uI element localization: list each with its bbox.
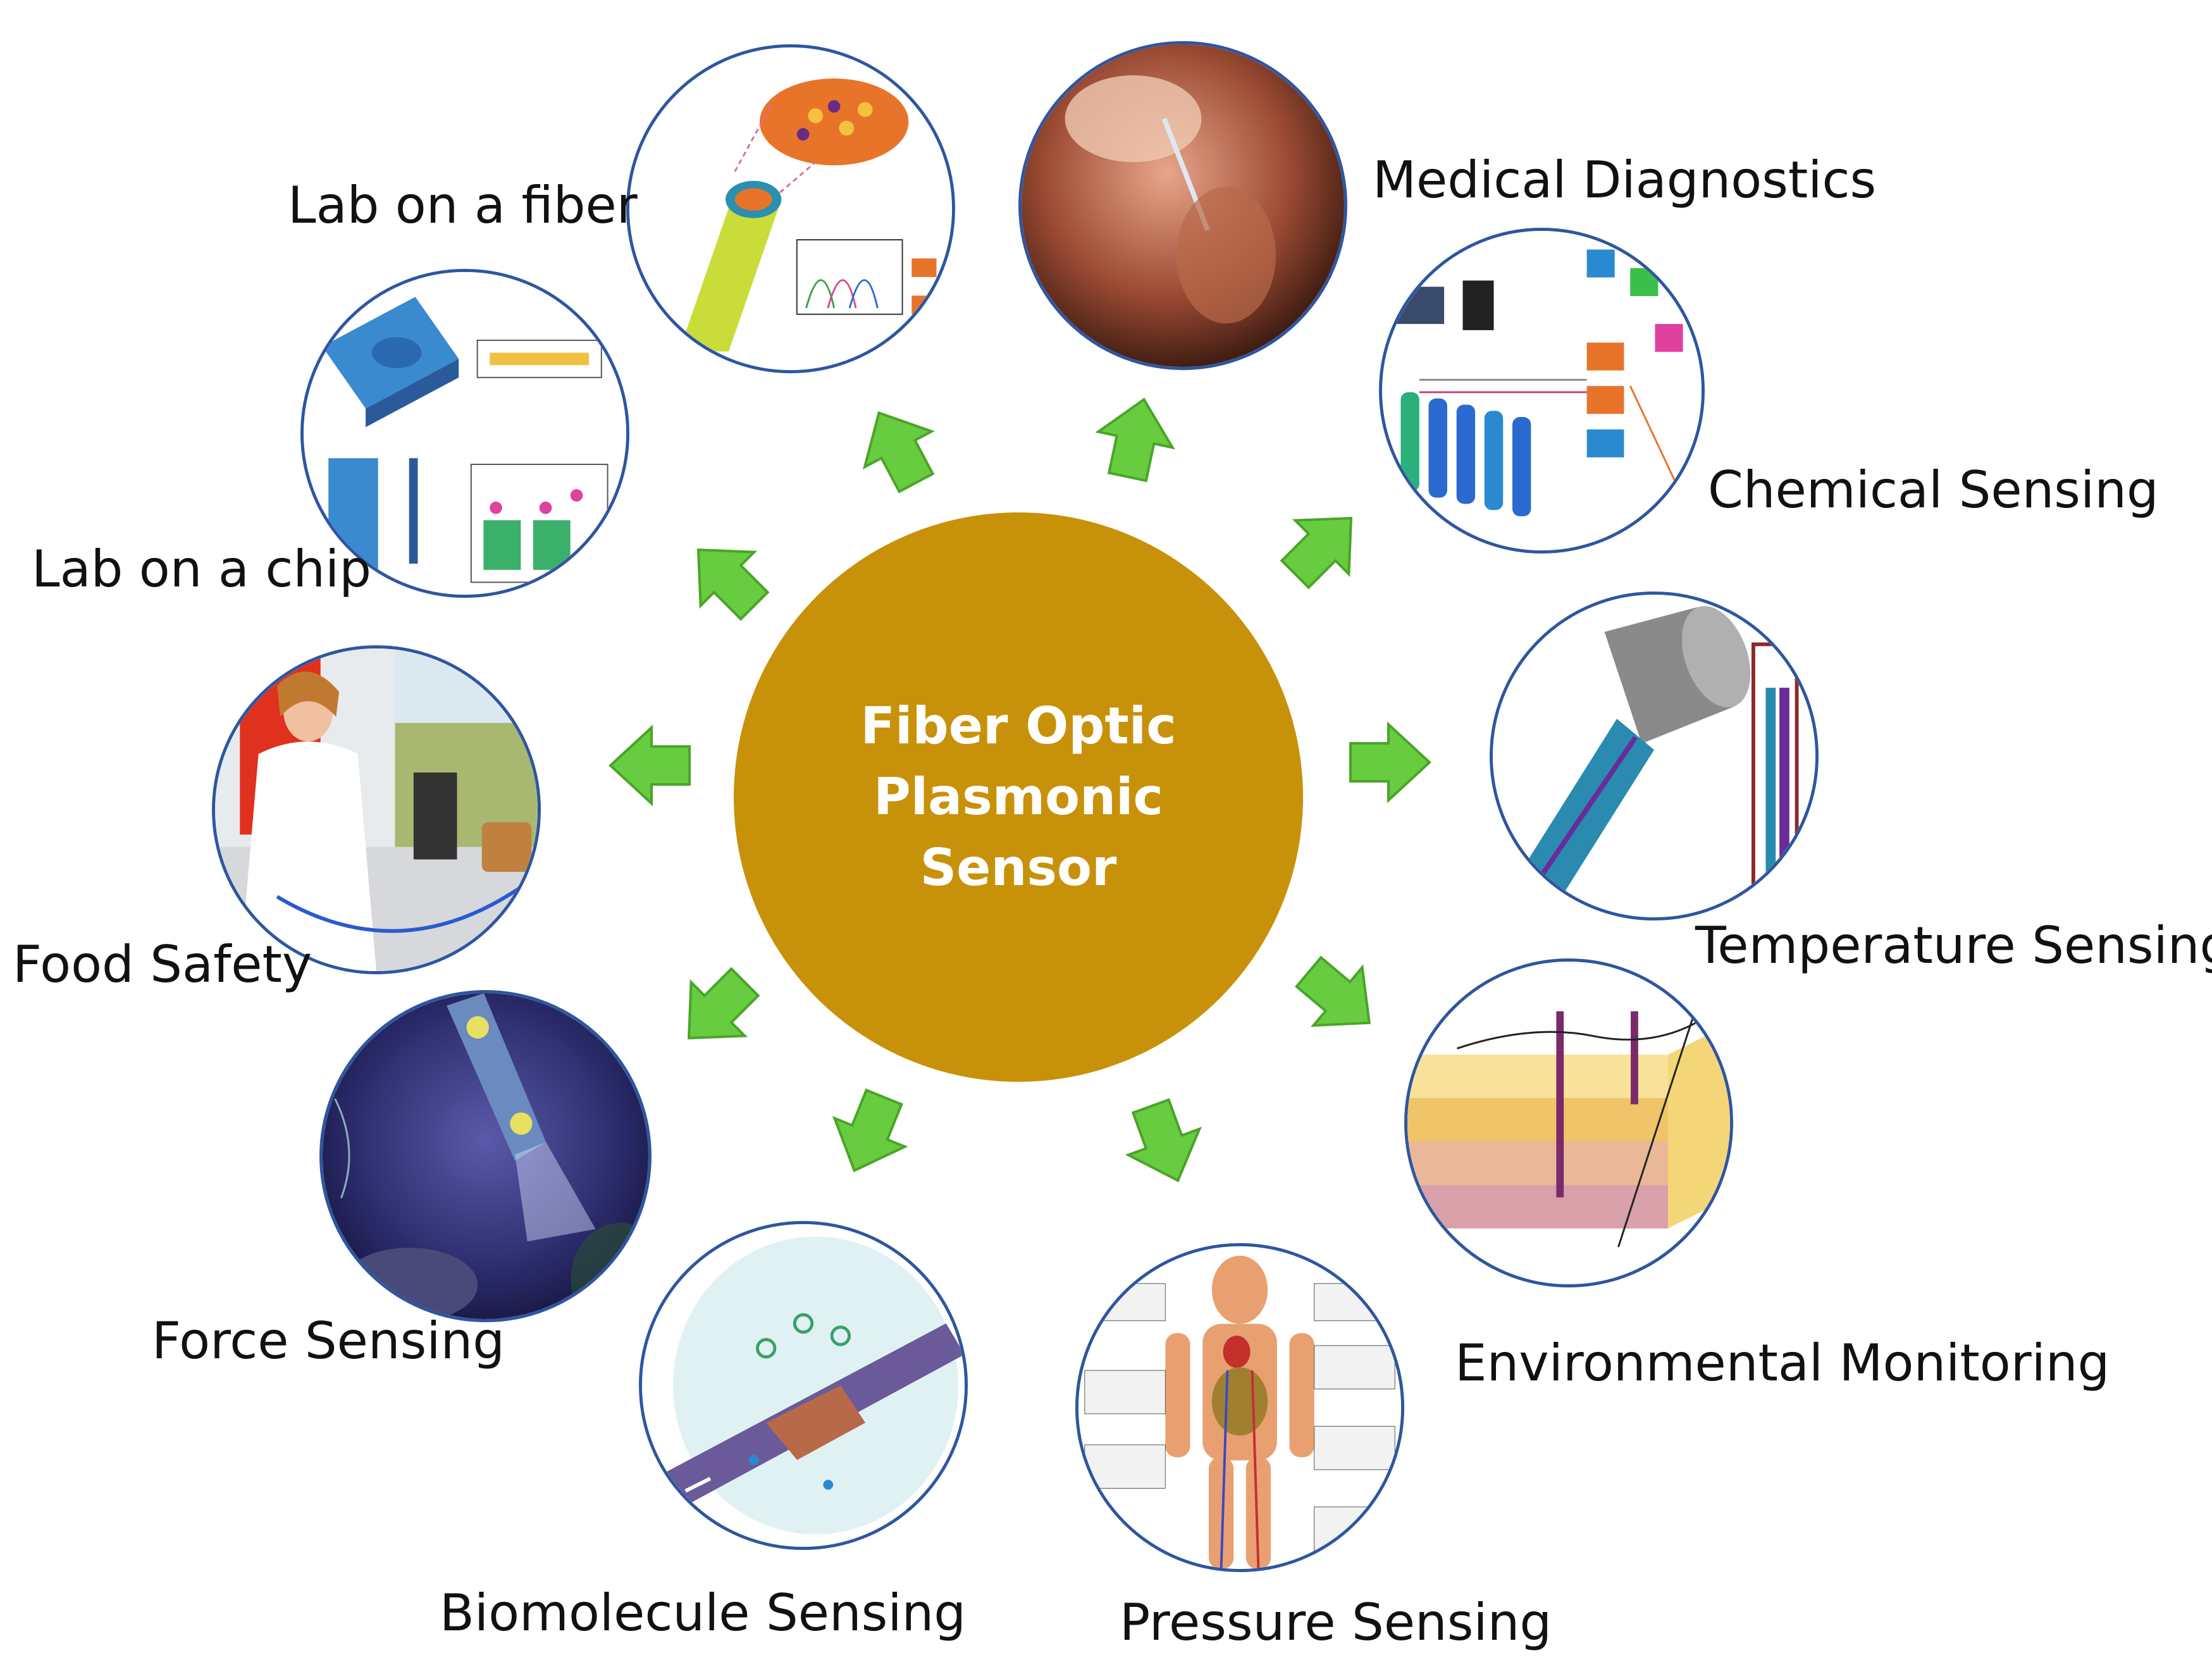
arrow-to-medical-diagnostics [1088,392,1183,487]
microscopic-probe-illustration-icon [323,993,648,1319]
food-safety-image [212,645,541,974]
arrow-to-pressure-sensing [1116,1094,1211,1189]
pressure-sensing-image [1075,1243,1404,1572]
fiber-biomolecule-illustration-icon [642,1224,965,1547]
label-lab-on-a-fiber: Lab on a fiber [288,176,638,235]
label-lab-on-a-chip: Lab on a chip [32,540,372,598]
arrow-to-lab-on-a-fiber [851,402,946,497]
hub-title-line-2: Plasmonic [874,767,1163,826]
temperature-sensing-image [1490,592,1819,920]
hub-title: Fiber Optic Plasmonic Sensor [860,691,1176,903]
hub-title-line-1: Fiber Optic [860,697,1177,755]
arrow-to-food-safety [604,718,699,813]
medical-photo-icon [1022,44,1344,367]
force-sensing-image [319,990,652,1322]
environmental-monitoring-image [1404,958,1733,1287]
arrow-to-force-sensing [670,962,765,1057]
label-chemical-sensing: Chemical Sensing [1708,461,2159,519]
lab-on-a-chip-image [300,269,629,598]
microfluidic-chip-diagram-icon [304,272,626,595]
label-environmental-monitoring: Environmental Monitoring [1455,1334,2110,1392]
soil-layers-diagram-icon [1407,962,1730,1284]
hub-title-line-3: Sensor [920,838,1117,897]
chemical-sensing-image [1379,228,1705,554]
biomolecule-sensing-image [639,1221,968,1550]
arrow-to-biomolecule-sensing [822,1085,917,1180]
arrow-to-chemical-sensing [1275,500,1369,595]
medical-diagnostics-image [1018,41,1347,370]
lab-on-a-fiber-image [626,44,955,373]
human-anatomy-chart-icon [1078,1246,1401,1569]
lab-technician-photo-icon [215,648,538,971]
label-pressure-sensing: Pressure Sensing [1120,1593,1552,1652]
arrow-to-temperature-sensing [1341,715,1436,810]
arrow-to-lab-on-a-chip [680,531,775,626]
label-force-sensing: Force Sensing [152,1311,505,1370]
label-temperature-sensing: Temperature Sensing [1695,916,2212,975]
label-medical-diagnostics: Medical Diagnostics [1373,151,1877,209]
label-biomolecule-sensing: Biomolecule Sensing [440,1583,967,1642]
arrow-to-environmental-monitoring [1290,949,1385,1044]
optical-fiber-diagram-icon [629,47,952,370]
fiber-probe-diagram-icon [1493,595,1815,917]
label-food-safety: Food Safety [13,935,312,994]
central-hub: Fiber Optic Plasmonic Sensor [734,512,1303,1082]
gas-cylinder-setup-icon [1382,231,1702,550]
